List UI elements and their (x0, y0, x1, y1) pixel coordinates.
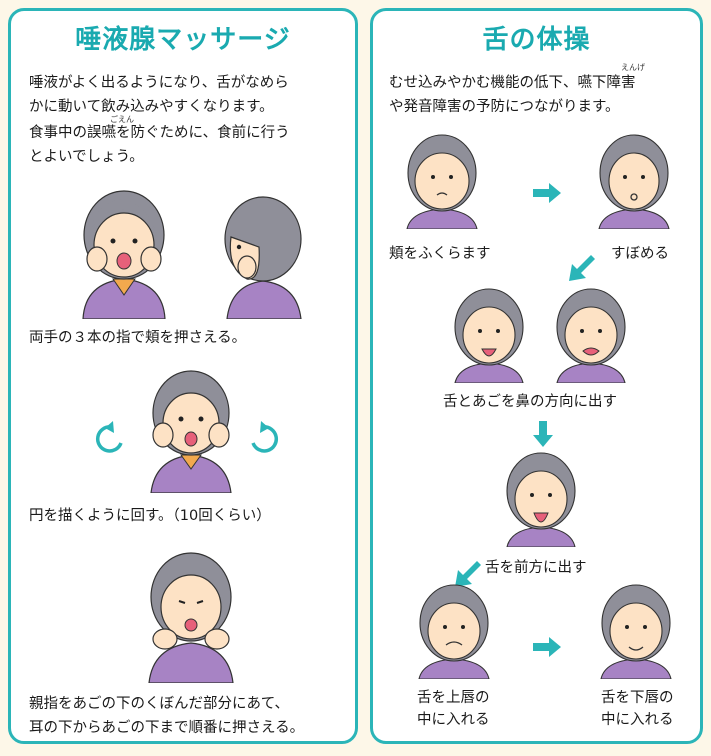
tongue-exercise-panel: 舌の体操 えんげ むせ込みやかむ機能の低下、嚥下障害 や発音障害の予防につながり… (370, 8, 703, 744)
caption-purse-lips: すぼめる (611, 246, 669, 262)
arrow-right-1-icon (533, 183, 561, 203)
ruby-enge: えんげ (621, 63, 645, 72)
arrow-down-left-1-icon (569, 255, 595, 281)
face-purse-lips-illustration (593, 133, 675, 229)
caption-lower-lip-line-1: 舌を下唇の (601, 690, 674, 706)
caption-upper-lip-line-1: 舌を上唇の (417, 690, 490, 706)
face-puff-cheeks-illustration (401, 133, 483, 229)
face-tongue-forward-illustration (501, 451, 581, 547)
caption-tongue-forward: 舌を前方に出す (485, 560, 587, 576)
caption-tongue-to-nose: 舌とあごを鼻の方向に出す (443, 394, 617, 410)
woman-front-cheeks-illustration (69, 179, 179, 319)
massage-intro-line-2: かに動いて飲み込みやすくなります。 (29, 99, 274, 115)
tongue-intro-line-2: や発音障害の予防につながります。 (389, 99, 620, 115)
face-tongue-up-illustration (449, 287, 529, 383)
woman-circular-massage-illustration (141, 361, 241, 493)
ruby-goen: ごえん (110, 115, 134, 124)
rotate-left-arrow-icon (93, 421, 127, 455)
face-jaw-forward-illustration (551, 287, 631, 383)
massage-intro-line-3: 食事中の誤嚥を防ぐために、食前に行う (29, 125, 290, 141)
face-tongue-upper-lip-illustration (413, 583, 495, 679)
massage-step-3-caption-line-1: 親指をあごの下のくぼんだ部分にあて、 (29, 696, 289, 712)
caption-puff-cheeks: 頬をふくらます (389, 246, 491, 262)
arrow-down-icon (533, 421, 553, 447)
saliva-massage-panel: 唾液腺マッサージ ごえん 唾液がよく出るようになり、舌がなめら かに動いて飲み込… (8, 8, 358, 744)
rotate-right-arrow-icon (247, 421, 281, 455)
caption-upper-lip-line-2: 中に入れる (417, 712, 490, 728)
massage-intro-line-1: 唾液がよく出るようになり、舌がなめら (29, 75, 289, 91)
caption-lower-lip-line-2: 中に入れる (601, 712, 674, 728)
arrow-down-left-2-icon (455, 561, 481, 587)
massage-intro-line-4: とよいでしょう。 (29, 149, 144, 165)
massage-title: 唾液腺マッサージ (75, 25, 291, 55)
woman-chin-massage-illustration (139, 543, 243, 683)
tongue-title: 舌の体操 (482, 25, 591, 55)
woman-side-cheeks-illustration (201, 187, 311, 319)
massage-step-2-caption: 円を描くように回す。（10回くらい） (29, 508, 271, 524)
tongue-intro-line-1: むせ込みやかむ機能の低下、嚥下障害 (389, 75, 636, 91)
massage-step-1-caption: 両手の３本の指で頬を押さえる。 (29, 330, 247, 346)
arrow-right-2-icon (533, 637, 561, 657)
massage-step-3-caption-line-2: 耳の下からあごの下まで順番に押さえる。 (29, 720, 305, 736)
face-tongue-lower-lip-illustration (595, 583, 677, 679)
